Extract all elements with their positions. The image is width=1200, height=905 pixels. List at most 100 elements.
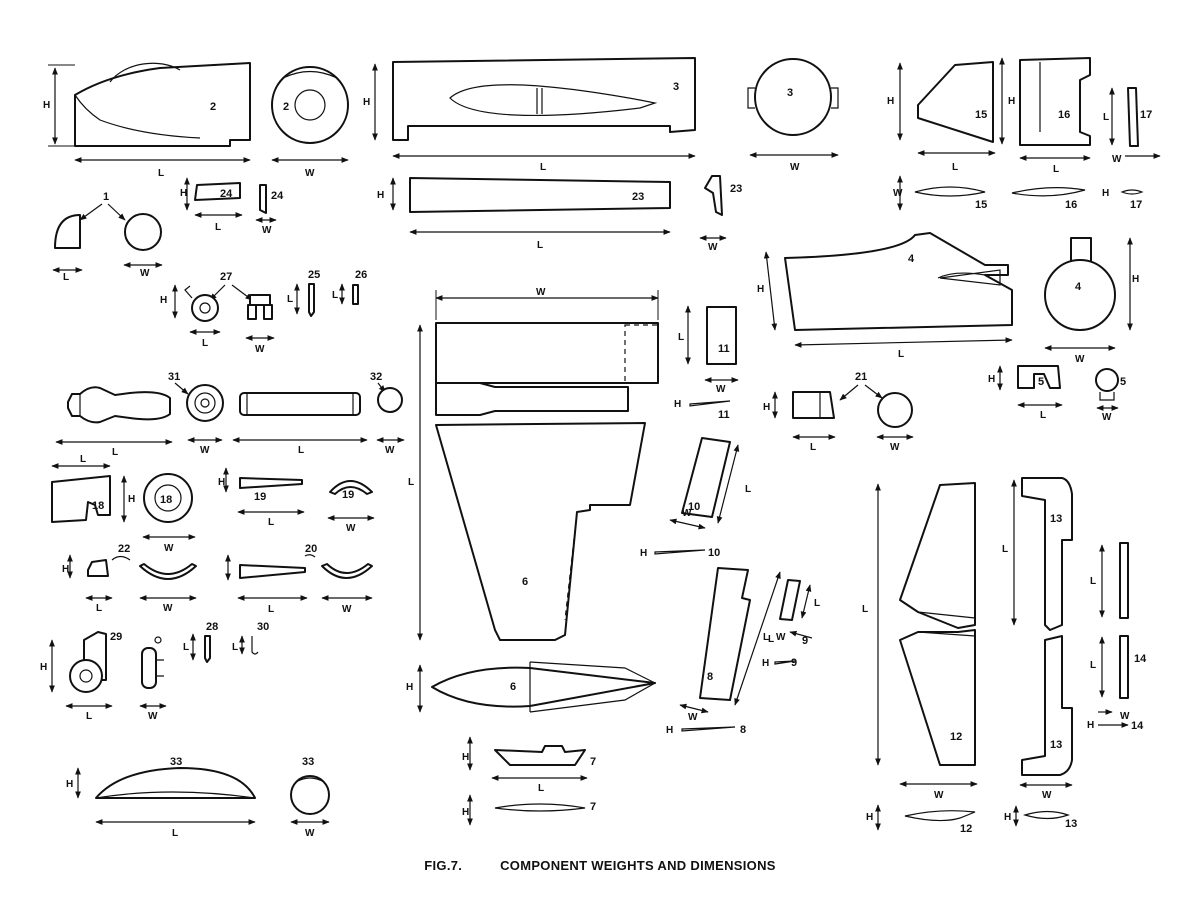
dim-w-15: W (893, 188, 903, 199)
part-30-clip: 30 L (232, 621, 269, 655)
part-label-32: 32 (370, 371, 382, 383)
dim-h-23: H (377, 190, 384, 201)
part-label-4b: 4 (1075, 281, 1082, 293)
dim-l-26: L (332, 290, 338, 301)
part-31-engine: 31 L W L (55, 371, 368, 458)
dim-h-13: H (1004, 812, 1011, 823)
dim-l-19: L (268, 517, 274, 528)
part-14-tabs: L 14 L W H 14 (1087, 542, 1147, 732)
part-label-27: 27 (220, 271, 232, 283)
dim-l-21: L (810, 442, 816, 453)
dim-l-15: L (952, 162, 958, 173)
part-24-fairing: 24 H L 24 W (180, 177, 284, 236)
part-1-nose-caps: 1 L W (52, 191, 163, 283)
part-7-fairing: 7 H L 7 H (462, 736, 596, 826)
part-label-1: 1 (103, 191, 109, 203)
dim-l-31b: L (298, 445, 304, 456)
dim-l-5: L (1040, 410, 1046, 421)
dim-l-23: L (537, 240, 543, 251)
dim-l-3: L (540, 162, 546, 173)
dim-h-3: H (363, 97, 370, 108)
part-label-6b: 6 (510, 681, 516, 693)
dim-l-31: L (112, 447, 118, 458)
dim-h-7b: H (462, 807, 469, 818)
dim-l-13: L (1002, 544, 1008, 555)
part-15-fin: 15 H L 15 W (887, 61, 996, 211)
part-label-11: 11 (718, 343, 730, 355)
dim-h-7: H (462, 752, 469, 763)
dim-w-22: W (163, 603, 173, 614)
part-13-elevators: 13 13 L W H 13 (1002, 477, 1077, 830)
dim-l-11: L (678, 332, 684, 343)
dim-h-14: H (1087, 720, 1094, 731)
dim-h-29: H (40, 662, 47, 673)
dim-h-16: H (1008, 96, 1015, 107)
dim-w-9: W (776, 632, 786, 643)
dim-h-22: H (62, 564, 69, 575)
part-22-fairing: 22 H L W (62, 543, 197, 614)
part-label-9: 9 (802, 635, 808, 647)
dim-l-12: L (862, 604, 868, 615)
dim-l-20: L (268, 604, 274, 615)
dim-l-8: L (768, 634, 774, 645)
part-16-rudder: 16 H L 16 (999, 57, 1091, 211)
part-label-29: 29 (110, 631, 122, 643)
part-label-18b: 18 (160, 494, 172, 506)
part-label-21: 21 (855, 371, 867, 383)
part-18-fairing: 18 L H 18 W (51, 454, 196, 554)
dim-l-1: L (63, 272, 69, 283)
dim-w-32: W (385, 445, 395, 456)
part-6-wing-section: 6 H (406, 661, 657, 713)
dim-l-7: L (538, 783, 544, 794)
dim-l-28: L (183, 642, 189, 653)
dim-l-24: L (215, 222, 221, 233)
dim-w-6: W (536, 287, 546, 298)
figure-number: FIG.7. (424, 858, 463, 873)
dim-w-5: W (1102, 412, 1112, 423)
part-23-panel: 23 H L 23 W (377, 175, 742, 253)
part-label-8: 8 (707, 671, 713, 683)
part-label-30: 30 (257, 621, 269, 633)
dim-l-9: L (814, 598, 820, 609)
part-label-33b: 33 (302, 756, 314, 768)
dim-h-15: H (887, 96, 894, 107)
part-label-13: 13 (1050, 513, 1062, 525)
dim-w-11: W (716, 384, 726, 395)
dim-w-2: W (305, 168, 315, 179)
part-8-panel: 8 L W H 8 (666, 567, 781, 736)
dim-w-8: W (688, 712, 698, 723)
dim-h-24: H (180, 188, 187, 199)
dim-l-17: L (1103, 112, 1109, 123)
part-20-strip: 20 L W (225, 543, 373, 615)
part-label-6: 6 (522, 576, 528, 588)
dim-h-21: H (763, 402, 770, 413)
dim-l-14: L (1090, 576, 1096, 587)
dim-l-6: L (408, 477, 414, 488)
dim-w-3: W (790, 162, 800, 173)
part-29-tail-wheel: 29 H L W (40, 631, 167, 722)
dim-w-1: W (140, 268, 150, 279)
dim-h-4b: H (1132, 274, 1139, 285)
dim-h-4: H (757, 284, 764, 295)
part-12-tailplane: 12 L W H 12 (862, 482, 978, 835)
part-label-19b: 19 (342, 489, 354, 501)
dim-l-16: L (1053, 164, 1059, 175)
dim-w-24: W (262, 225, 272, 236)
part-27-wheel-assembly: 27 H L W (160, 271, 275, 355)
part-label-3: 3 (673, 81, 679, 93)
part-label-33: 33 (170, 756, 182, 768)
part-label-14b: 14 (1131, 720, 1144, 732)
dim-w-20: W (342, 604, 352, 615)
part-label-5: 5 (1038, 376, 1044, 388)
part-2-front-fuselage: 2 H L (43, 62, 251, 179)
dim-l-30: L (232, 642, 238, 653)
dim-w-18: W (164, 543, 174, 554)
part-label-18: 18 (92, 500, 104, 512)
part-label-14: 14 (1134, 653, 1147, 665)
dim-l-18: L (80, 454, 86, 465)
part-label-12: 12 (950, 731, 962, 743)
dim-w-27: W (255, 344, 265, 355)
part-label-2b: 2 (283, 101, 289, 113)
part-label-5b: 5 (1120, 376, 1126, 388)
part-32-spinner: 32 W (370, 371, 405, 456)
